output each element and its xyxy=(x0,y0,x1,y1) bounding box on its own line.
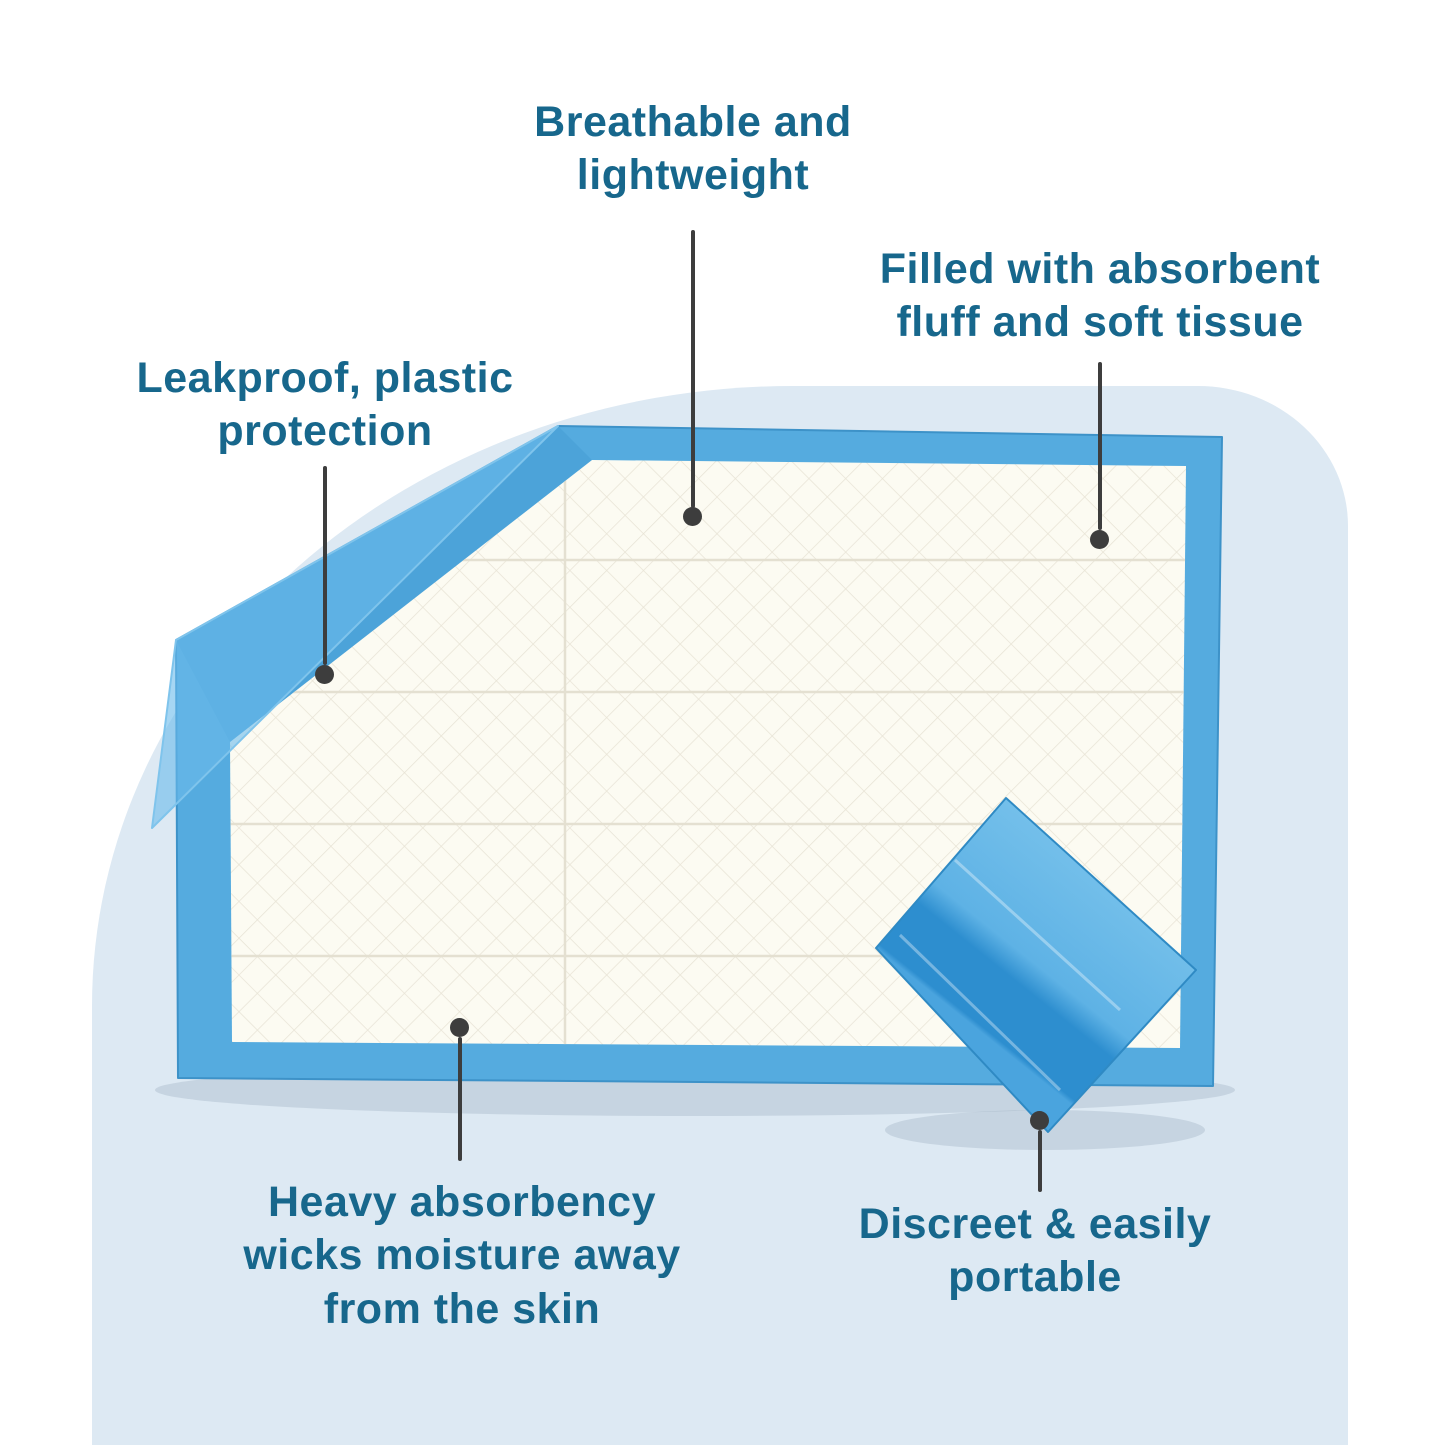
callout-breathable-line2: lightweight xyxy=(576,151,810,200)
leakproof-pointer-dot xyxy=(315,665,334,684)
callout-filled: Filled with absorbent fluff and soft tis… xyxy=(820,243,1380,350)
portable-pointer-line xyxy=(1038,1130,1042,1192)
callout-leakproof: Leakproof, plastic protection xyxy=(75,352,575,459)
breathable-pointer-line xyxy=(691,230,695,508)
callout-filled-line2: fluff and soft tissue xyxy=(896,298,1304,347)
callout-leakproof-line1: Leakproof, plastic xyxy=(136,354,514,402)
filled-pointer-line xyxy=(1098,362,1102,530)
folded-pad xyxy=(875,797,1197,1133)
pad-folded-corner xyxy=(151,425,559,829)
callout-leakproof-line2: protection xyxy=(217,407,433,456)
callout-portable-line1: Discreet & easily xyxy=(858,1200,1212,1248)
callout-breathable: Breathable and lightweight xyxy=(400,96,986,203)
leakproof-pointer-line xyxy=(323,466,327,665)
breathable-pointer-dot xyxy=(683,507,702,526)
absorbency-pointer-dot xyxy=(450,1018,469,1037)
callout-portable-line2: portable xyxy=(948,1253,1122,1302)
folded-pad-creases xyxy=(898,858,1122,1092)
callout-filled-line1: Filled with absorbent xyxy=(879,245,1321,293)
callout-absorbency: Heavy absorbency wicks moisture away fro… xyxy=(152,1176,772,1336)
callout-absorbency-line3: from the skin xyxy=(323,1284,601,1333)
callout-breathable-line1: Breathable and xyxy=(534,98,852,146)
filled-pointer-dot xyxy=(1090,530,1109,549)
callout-absorbency-line2: wicks moisture away xyxy=(243,1231,681,1280)
portable-pointer-dot xyxy=(1030,1111,1049,1130)
callout-absorbency-line1: Heavy absorbency xyxy=(267,1178,657,1226)
absorbency-pointer-line xyxy=(458,1037,462,1161)
callout-portable: Discreet & easily portable xyxy=(775,1198,1295,1305)
pad-seam-lines xyxy=(230,460,1186,1045)
